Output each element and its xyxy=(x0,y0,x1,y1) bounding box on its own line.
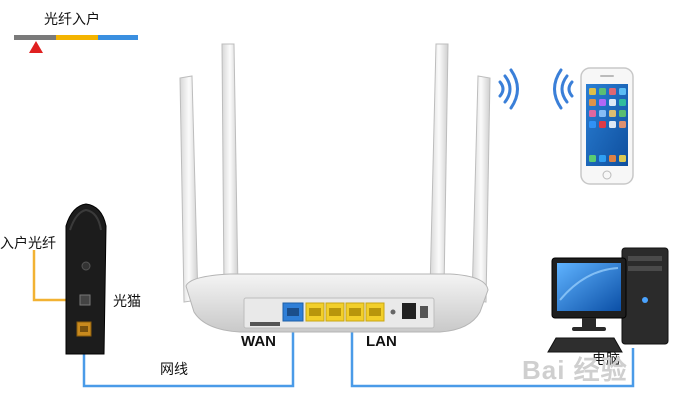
fiber-legend-bar xyxy=(14,35,138,53)
pc-tower xyxy=(621,247,669,345)
modem-body xyxy=(65,203,107,355)
optical-modem xyxy=(65,203,107,355)
fiber-entry-top-label: 光纤入户 xyxy=(44,12,100,28)
baidu-watermark: Bai 经验 xyxy=(522,355,628,385)
red-marker-icon xyxy=(29,41,43,53)
legend-segment-gray xyxy=(14,35,56,40)
router-back-label xyxy=(250,322,280,326)
pc-monitor-screen xyxy=(557,263,621,311)
pc-monitor-stand xyxy=(582,318,596,328)
modem-fiber-port xyxy=(79,294,91,306)
wan-port-slot xyxy=(287,308,299,316)
antenna-right-outer xyxy=(471,75,491,303)
reset-button xyxy=(390,309,396,315)
router-antennas xyxy=(179,43,491,303)
fiber-entry-side-label: 入户光纤 xyxy=(0,236,56,252)
desktop-computer xyxy=(547,247,669,353)
wan-label: WAN xyxy=(241,333,276,350)
phone-home-button xyxy=(602,170,612,180)
optical-modem-label: 光猫 xyxy=(113,294,141,310)
wifi-signal-icon xyxy=(498,68,519,110)
antenna-right-inner xyxy=(429,43,449,291)
smartphone xyxy=(580,67,634,185)
wan-network-cable xyxy=(82,322,295,388)
phone-app-icons xyxy=(589,88,626,162)
pc-keyboard xyxy=(547,337,623,353)
modem-indicator xyxy=(81,261,91,271)
fiber-cable xyxy=(32,250,78,302)
computer-label: 电脑 xyxy=(592,352,620,368)
legend-segment-blue xyxy=(98,35,138,40)
power-switch xyxy=(420,306,428,318)
phone-wifi-icon xyxy=(553,68,574,110)
lan-label: LAN xyxy=(366,333,397,350)
network-cable-label: 网线 xyxy=(160,362,188,378)
lan-network-cable xyxy=(350,322,635,388)
legend-segment-yellow xyxy=(56,35,98,40)
antenna-left-inner xyxy=(221,43,239,291)
power-port xyxy=(402,303,416,319)
router xyxy=(185,273,489,333)
antenna-left-outer xyxy=(179,75,199,303)
